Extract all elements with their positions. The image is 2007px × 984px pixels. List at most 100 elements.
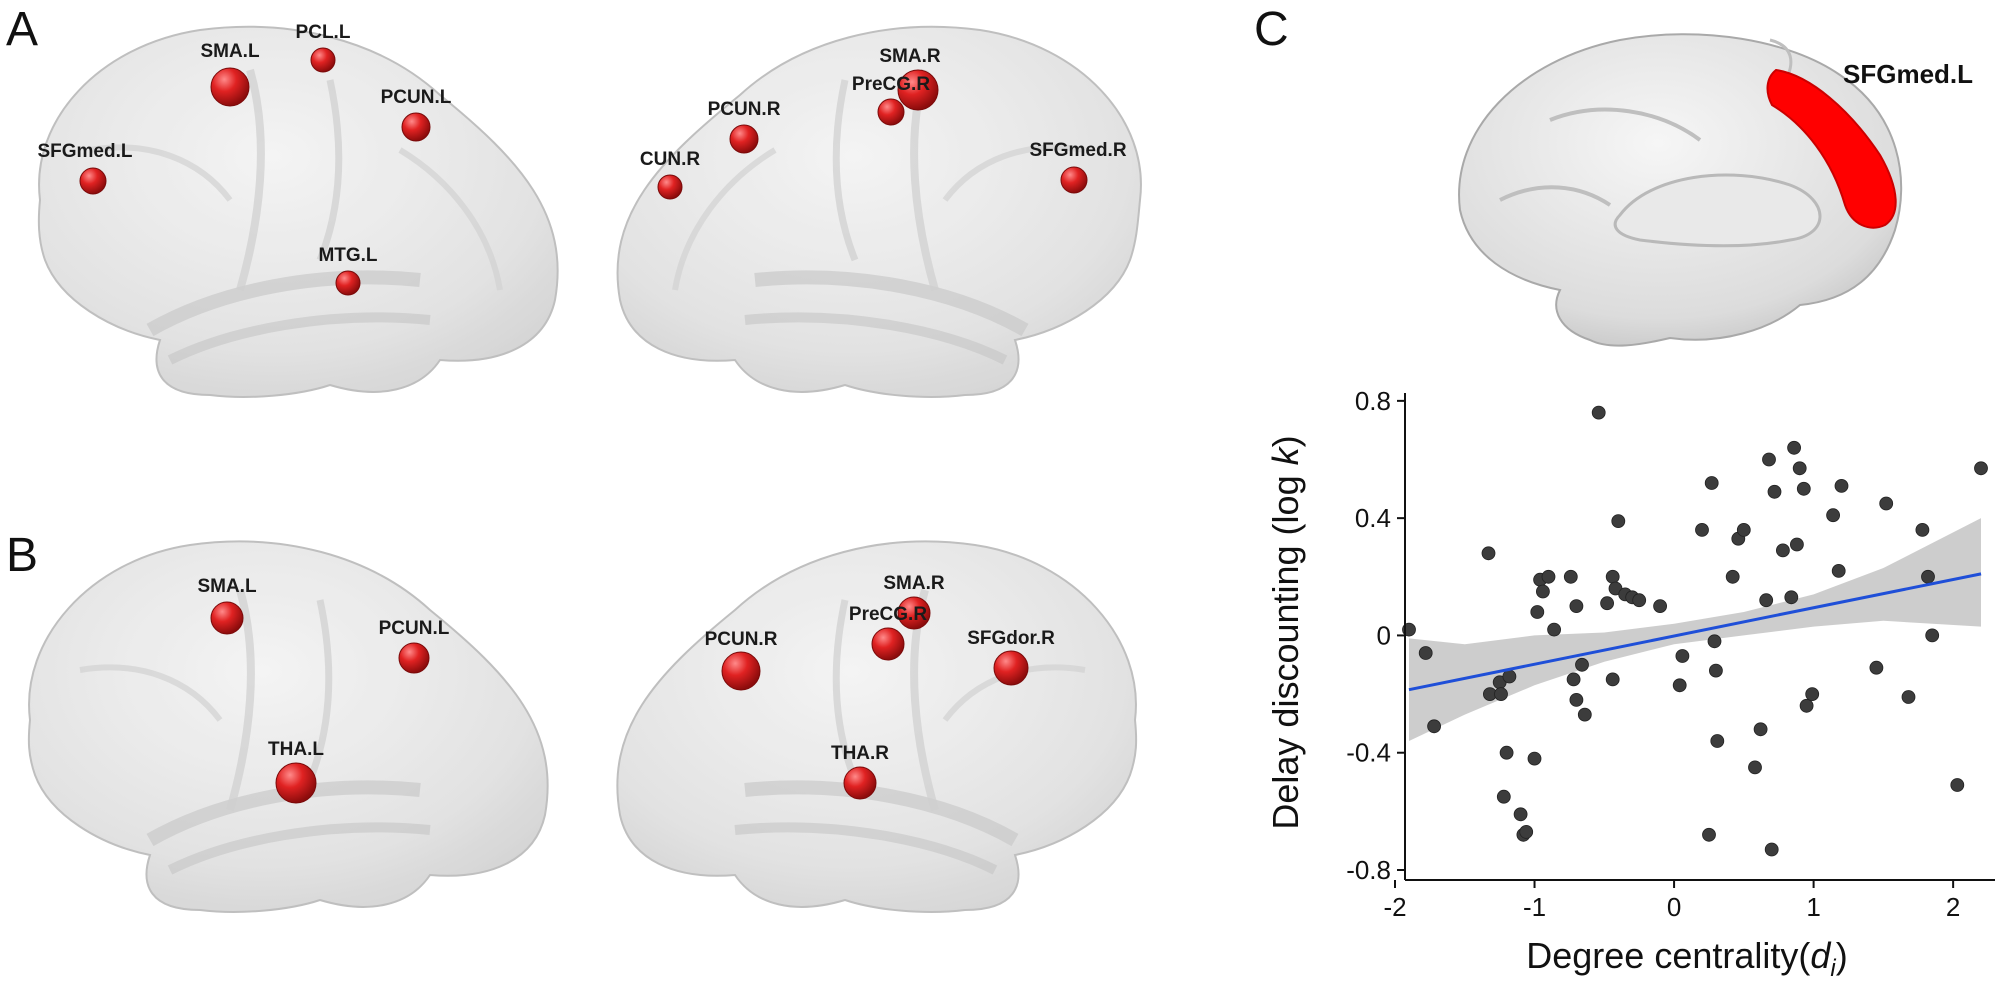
roi-nodes: SMA.LPCL.LPCUN.LSFGmed.LMTG.LSMA.RPreCG.…	[37, 22, 1127, 804]
scatter-point-59	[1805, 687, 1820, 701]
x-tick-label-1: -1	[1523, 892, 1546, 922]
scatter-point-27	[1605, 672, 1620, 687]
x-tick-label-4: 2	[1946, 892, 1960, 922]
roi-node-brain-a-right-cun-r	[657, 174, 683, 200]
roi-label-brain-b-right-pcun-r: PCUN.R	[705, 629, 778, 650]
y-tick-label-1: -0.4	[1346, 738, 1391, 768]
scatter-point-21	[1569, 693, 1584, 707]
scatter-point-62	[1834, 478, 1849, 493]
scatter-point-68	[1925, 628, 1940, 643]
scatter-point-63	[1869, 660, 1884, 675]
scatter-point-12	[1519, 825, 1534, 839]
scatter-point-54	[1787, 440, 1801, 455]
x-tick-label-2: 0	[1667, 892, 1681, 922]
scatter-point-6	[1494, 687, 1508, 701]
roi-node-brain-b-right-sma-r	[897, 596, 931, 630]
scatter-point-13	[1527, 751, 1542, 766]
scatter-point-53	[1784, 590, 1799, 605]
scatter-point-40	[1707, 634, 1722, 649]
y-axis-title: Delay discounting (log k)	[1265, 435, 1306, 829]
panel-label-a: A	[6, 3, 39, 56]
roi-label-brain-b-right-precg-r: PreCG.R	[849, 604, 927, 625]
scatter-point-70	[1974, 461, 1988, 476]
scatter-point-49	[1762, 452, 1776, 467]
scatter-point-28	[1605, 569, 1620, 584]
scatter-point-14	[1530, 605, 1545, 619]
scatter-point-65	[1901, 690, 1916, 704]
scatter-point-41	[1709, 663, 1723, 678]
x-tick-label-0: -2	[1383, 892, 1406, 922]
x-axis-title-end: )	[1836, 935, 1848, 976]
scatter-point-26	[1600, 596, 1614, 611]
scatter-point-46	[1748, 760, 1762, 775]
brain-b-right	[616, 540, 1138, 913]
scatter-point-67	[1921, 569, 1935, 584]
scatter-point-17	[1541, 569, 1556, 584]
scatter-point-8	[1499, 745, 1514, 760]
y-axis-title-end: )	[1265, 435, 1306, 447]
roi-node-brain-a-left-pcl-l	[310, 47, 336, 73]
brain-a-left	[37, 25, 559, 398]
scatter-point-37	[1695, 523, 1709, 537]
roi-label-brain-b-left-tha-l: THA.L	[268, 739, 324, 760]
roi-node-brain-a-right-sma-r	[897, 69, 939, 111]
scatter-point-9	[1502, 669, 1517, 684]
roi-node-brain-a-left-sma-l	[210, 67, 250, 107]
scatter-point-45	[1736, 523, 1751, 537]
roi-label-brain-a-right-pcun-r: PCUN.R	[708, 99, 781, 120]
y-axis-title-symbol: k	[1265, 445, 1306, 465]
x-tick-label-3: 1	[1806, 892, 1820, 922]
roi-label-brain-b-left-pcun-l: PCUN.L	[379, 618, 450, 639]
roi-node-brain-a-left-pcun-l	[401, 112, 431, 142]
scatter-point-48	[1759, 593, 1774, 608]
roi-label-brain-a-right-sfgmed-r: SFGmed.R	[1029, 140, 1126, 161]
roi-node-brain-a-right-precg-r	[877, 98, 905, 126]
y-axis-title-text: Delay discounting (log	[1265, 465, 1306, 829]
scatter-point-23	[1575, 657, 1589, 672]
x-axis-title-text: Degree centrality(	[1526, 935, 1810, 976]
roi-node-brain-a-left-mtg-l	[335, 270, 361, 296]
roi-label-brain-a-left-pcl-l: PCL.L	[296, 22, 351, 43]
roi-node-brain-a-right-pcun-r	[729, 124, 759, 154]
scatter-point-18	[1547, 622, 1561, 637]
roi-label-brain-b-left-sma-l: SMA.L	[197, 576, 257, 597]
scatter-point-56	[1792, 461, 1807, 476]
scatter-point-20	[1566, 672, 1581, 687]
x-axis-title: Degree centrality(di)	[1526, 935, 1848, 982]
roi-node-brain-b-left-pcun-l	[398, 642, 430, 674]
scatter-point-38	[1702, 827, 1716, 842]
roi-label-brain-a-right-cun-r: CUN.R	[640, 149, 700, 170]
scatter-point-16	[1536, 584, 1550, 599]
scatter-point-47	[1753, 722, 1768, 737]
roi-label-brain-b-right-sfgdor-r: SFGdor.R	[967, 628, 1055, 649]
scatter-point-25	[1591, 405, 1606, 420]
scatter-point-1	[1418, 646, 1433, 660]
scatter-point-19	[1563, 569, 1578, 584]
highlight-region-label: SFGmed.L	[1843, 59, 1973, 89]
roi-label-brain-a-left-mtg-l: MTG.L	[318, 245, 377, 266]
scatter-point-22	[1569, 599, 1584, 613]
roi-node-brain-b-right-precg-r	[871, 627, 905, 661]
scatter-point-35	[1672, 678, 1687, 693]
y-tick-label-2: 0	[1377, 620, 1391, 650]
regression-line	[1408, 572, 1982, 692]
scatter-point-7	[1496, 789, 1511, 804]
roi-label-brain-a-left-pcun-l: PCUN.L	[381, 87, 452, 108]
scatter-point-24	[1577, 707, 1592, 722]
y-tick-label-3: 0.4	[1355, 503, 1391, 533]
scatter-point-36	[1675, 649, 1690, 663]
scatter-point-39	[1704, 476, 1719, 490]
scatter-point-60	[1826, 508, 1840, 523]
confidence-band	[1409, 518, 1981, 741]
roi-label-brain-b-right-tha-r: THA.R	[831, 743, 889, 764]
roi-node-brain-b-left-sma-l	[210, 601, 244, 635]
sfgmed-region	[1766, 68, 1897, 229]
scatter-point-33	[1632, 593, 1647, 608]
scatter-point-66	[1915, 523, 1930, 537]
scatter-point-61	[1831, 564, 1846, 578]
roi-node-brain-b-right-pcun-r	[721, 651, 761, 691]
brain-b-left	[27, 540, 549, 913]
scatter-point-3	[1481, 546, 1496, 561]
